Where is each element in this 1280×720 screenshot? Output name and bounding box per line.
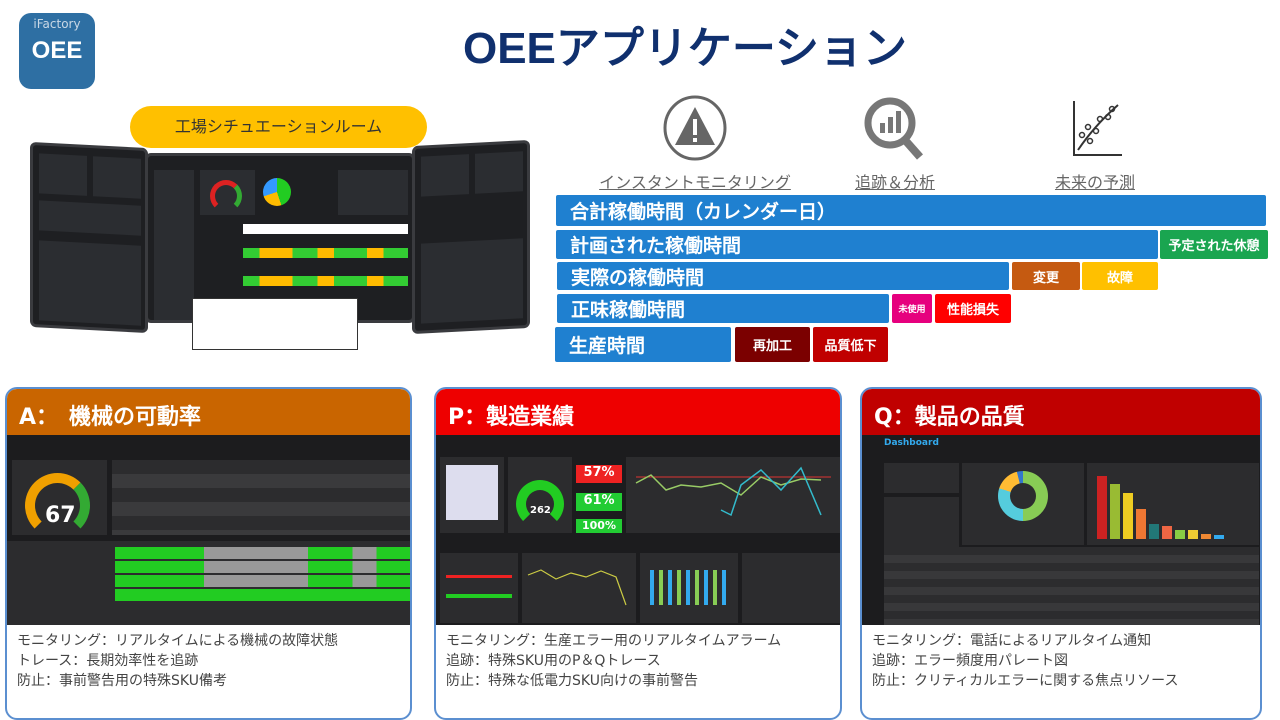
monitoring-text: モニタリング：リアルタイムによる機械の故障状態: [17, 633, 339, 649]
feature-label: 未来の予測: [1054, 173, 1135, 192]
bar-breakdown: 故障: [1082, 262, 1158, 290]
left-monitor: [30, 141, 148, 334]
availability-dashboard-screenshot: 67: [7, 435, 410, 625]
logo-main-text: OEE: [31, 37, 83, 64]
feature-future-prediction: 未来の予測: [975, 95, 1215, 193]
right-monitor: [412, 139, 530, 335]
pareto-chart: [1097, 473, 1247, 539]
yield-value: 100%: [576, 519, 622, 533]
panel-performance: P：製造業績 262 57% 61% 100% モニタリング：生産エラー用のリア…: [434, 387, 842, 720]
feature-instant-monitoring: インスタントモニタリング: [575, 95, 815, 193]
feature-label: インスタントモニタリング: [599, 173, 791, 192]
bar-rework: 再加工: [735, 327, 810, 362]
shift-line-chart: [527, 569, 627, 606]
efficiency-gauge-value: 262: [530, 505, 551, 516]
operators-desk: [192, 298, 358, 350]
bar-productive-time: 生産時間: [555, 327, 731, 362]
feature-label: 追跡＆分析: [854, 173, 935, 192]
quality-dashboard-screenshot: Dashboard: [862, 435, 1260, 625]
panel-header: A： 機械の可動率: [7, 389, 410, 435]
magnifier-chart-icon: [864, 97, 923, 160]
prevention-text: 防止：特殊な低電力SKU向けの事前警告: [446, 673, 698, 689]
bar-actual-time: 実際の稼働時間: [557, 262, 1009, 290]
prevention-text: 防止：事前警告用の特殊SKU備考: [17, 673, 227, 689]
bar-quality-loss: 品質低下: [813, 327, 888, 362]
page-title: OEEアプリケーション: [462, 24, 908, 73]
availability-gauge-value: 67: [45, 503, 76, 528]
trend-line-chart: [635, 466, 831, 517]
monitoring-text: モニタリング：電話によるリアルタイム通知: [872, 633, 1152, 649]
bar-unused: 未使用: [892, 294, 932, 323]
situation-room-label: 工場シチュエーションルーム: [130, 106, 427, 148]
monitoring-text: モニタリング：生産エラー用のリアルタイムアラーム: [446, 633, 782, 649]
bar-planned-time: 計画された稼働時間: [556, 230, 1158, 259]
ifactory-oee-logo: iFactory OEE: [19, 13, 95, 89]
panel-quality: Q：製品の品質 Dashboard モニタリング：電話によるリアルタイム通知 追…: [860, 387, 1262, 720]
panel-header: P：製造業績: [436, 389, 840, 435]
bar-net-time: 正味稼働時間: [557, 294, 889, 323]
performance-value: 61%: [576, 493, 622, 511]
center-monitor: [145, 153, 415, 323]
trace-text: 追跡：特殊SKU用のP＆Qトレース: [446, 653, 661, 669]
bar-planned-break: 予定された休憩: [1160, 230, 1268, 259]
feature-tracking-analysis: 追跡＆分析: [775, 95, 1015, 193]
prevention-text: 防止：クリティカルエラーに関する焦点リソース: [872, 673, 1179, 689]
bar-total-time: 合計稼働時間（カレンダー日）: [556, 195, 1266, 226]
scatter-trend-icon: [1073, 101, 1122, 156]
logo-top-text: iFactory: [33, 17, 81, 31]
utilization-value: 57%: [576, 465, 622, 483]
performance-dashboard-screenshot: 262 57% 61% 100%: [436, 435, 840, 625]
trace-text: 追跡：エラー頻度用パレート図: [872, 653, 1068, 669]
bar-changeover: 変更: [1012, 262, 1080, 290]
panel-header: Q：製品の品質: [862, 389, 1260, 435]
trace-text: トレース：長期効率性を追跡: [17, 653, 199, 669]
bar-performance-loss: 性能損失: [935, 294, 1011, 323]
panel-availability: A： 機械の可動率 67 モニタリング：リアルタイムによる機械の故障状態 トレー…: [5, 387, 412, 720]
warning-icon: [663, 95, 727, 161]
dashboard-label: Dashboard: [884, 438, 939, 448]
